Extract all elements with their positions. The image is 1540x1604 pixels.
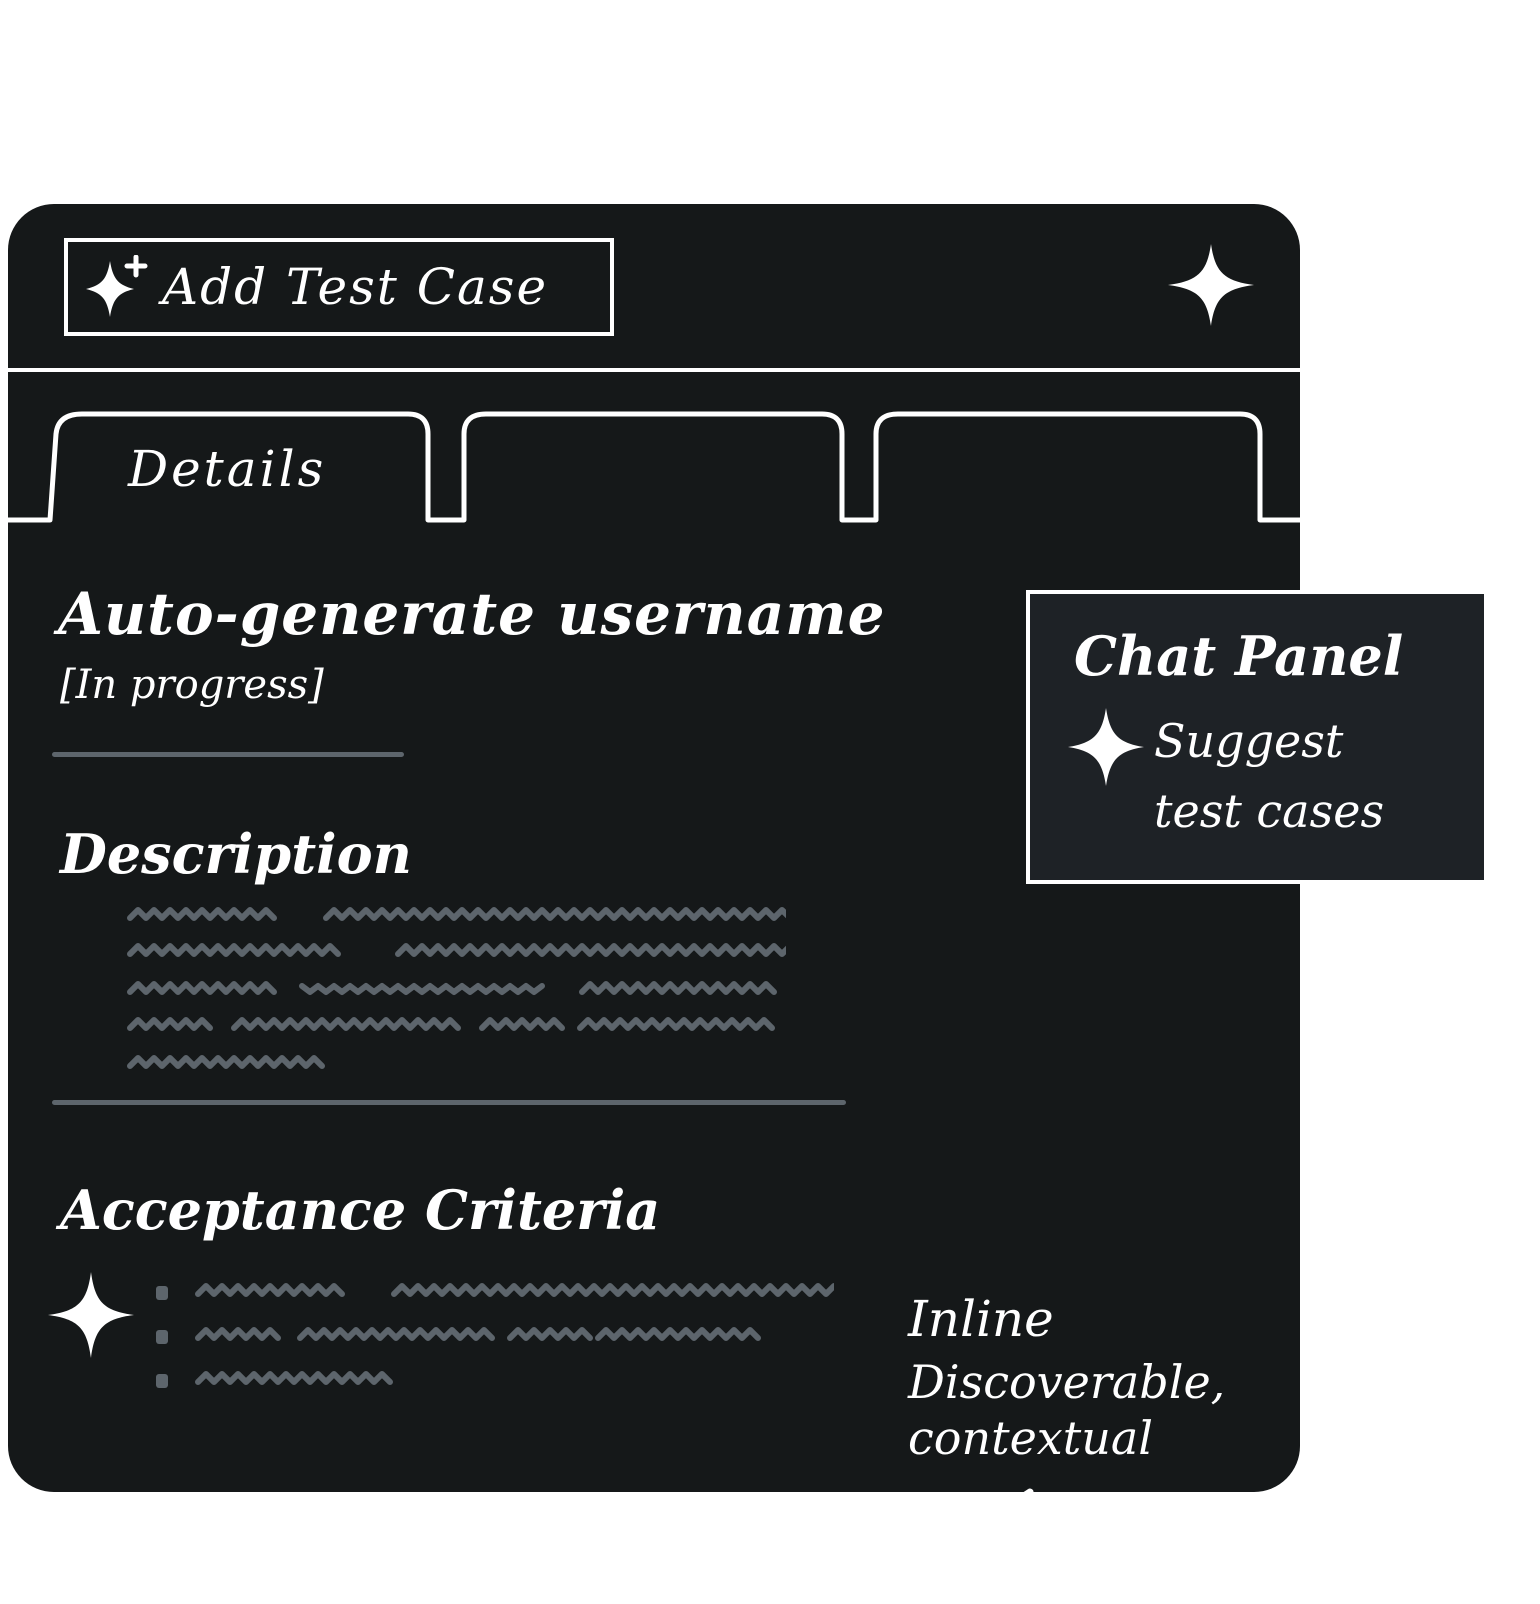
criteria-bullet xyxy=(156,1374,168,1388)
chat-panel: Chat Panel Suggest test cases xyxy=(1026,590,1484,884)
ai-assistant-button[interactable] xyxy=(1166,242,1256,328)
description-divider xyxy=(52,1100,846,1105)
status-badge: [In progress] xyxy=(60,662,324,708)
tab-details[interactable]: Details xyxy=(54,410,430,520)
annotation-body: Discoverable, contextual xyxy=(908,1355,1226,1465)
suggest-test-cases-button[interactable]: Suggest test cases xyxy=(1154,714,1385,838)
title-divider xyxy=(52,752,404,757)
toolbar-divider xyxy=(8,368,1300,372)
description-heading: Description xyxy=(60,822,412,886)
annotation-title: Inline xyxy=(908,1290,1054,1348)
chat-panel-title: Chat Panel xyxy=(1074,624,1404,688)
tab-details-label: Details xyxy=(128,440,327,498)
add-test-case-button[interactable]: Add Test Case xyxy=(64,238,614,336)
tab-2[interactable] xyxy=(466,410,842,520)
acceptance-ai-button[interactable] xyxy=(46,1270,136,1360)
sparkle-icon xyxy=(1066,706,1146,788)
criteria-bullet xyxy=(156,1286,168,1300)
add-test-case-label: Add Test Case xyxy=(162,258,549,316)
tab-3[interactable] xyxy=(878,410,1258,520)
sparkle-icon xyxy=(46,1270,136,1360)
acceptance-criteria-heading: Acceptance Criteria xyxy=(60,1178,661,1242)
acceptance-criteria-list[interactable] xyxy=(194,1280,834,1400)
description-text[interactable] xyxy=(126,906,786,1076)
sparkle-icon xyxy=(1166,242,1256,328)
page-title: Auto-generate username xyxy=(58,580,886,648)
sparkle-plus-icon xyxy=(84,255,148,319)
criteria-bullet xyxy=(156,1330,168,1344)
tab-bar xyxy=(8,404,1300,528)
arrow-left-icon xyxy=(858,1484,1048,1604)
